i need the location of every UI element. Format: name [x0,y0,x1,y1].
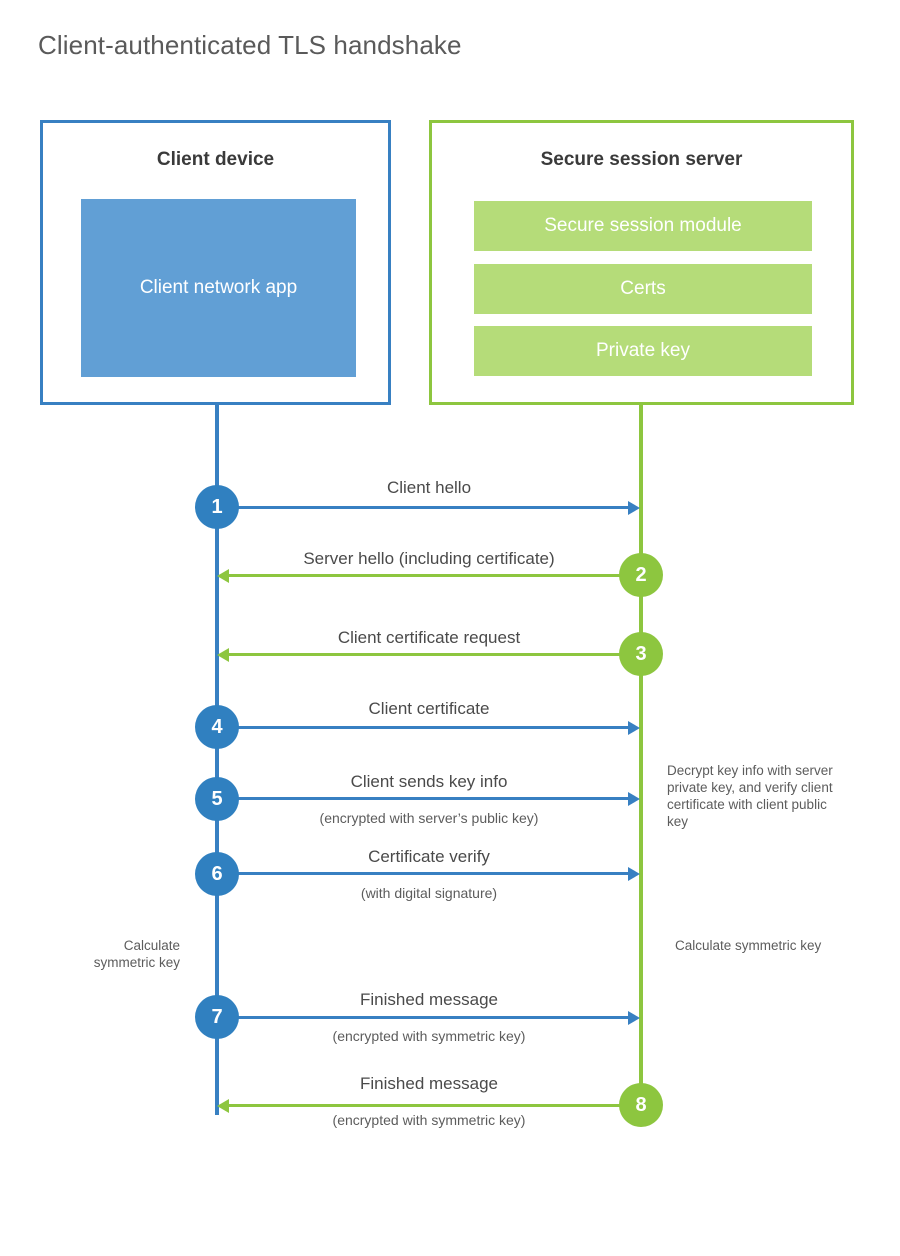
secure-session-server-box: Secure session server Secure session mod… [429,120,854,405]
step-2-label: Server hello (including certificate) [303,549,555,568]
note-calculate-symmetric-key-server: Calculate symmetric key [675,938,822,953]
step-5-marker[interactable]: 5 [195,777,239,821]
step-5-sublabel: (encrypted with server’s public key) [319,810,539,826]
client-device-box: Client device Client network app [40,120,391,405]
step-6-marker[interactable]: 6 [195,852,239,896]
server-block-certs: Certs [474,264,812,314]
step-3-marker[interactable]: 3 [619,632,663,676]
arrow-head-icon [217,568,229,583]
step-1-arrow [217,500,640,515]
client-lifeline [215,405,219,1115]
arrow-head-icon [628,791,640,806]
step-7-marker[interactable]: 7 [195,995,239,1039]
step-7-label: Finished message [360,990,498,1009]
secure-session-server-title: Secure session server [540,149,743,170]
step-8-arrow [217,1098,639,1113]
step-7-arrow [217,1010,640,1025]
note-decrypt-key-info: Decrypt key info with server private key… [667,763,833,829]
server-lifeline [639,405,643,1105]
client-device-title: Client device [156,149,275,170]
step-5-label: Client sends key info [350,772,508,791]
step-5-arrow [217,791,640,806]
step-2-arrow [217,568,639,583]
arrow-head-icon [217,647,229,662]
step-8-sublabel: (encrypted with symmetric key) [332,1112,526,1128]
step-3-label: Client certificate request [337,628,521,647]
step-1-label: Client hello [386,478,472,497]
arrow-head-icon [628,500,640,515]
arrow-head-icon [628,866,640,881]
step-7-sublabel: (encrypted with symmetric key) [332,1028,526,1044]
step-4-label: Client certificate [368,699,490,718]
step-4-arrow [217,720,640,735]
arrow-head-icon [628,720,640,735]
arrow-head-icon [217,1098,229,1113]
arrow-head-icon [628,1010,640,1025]
step-8-marker[interactable]: 8 [619,1083,663,1127]
step-6-arrow [217,866,640,881]
step-6-sublabel: (with digital signature) [360,885,498,901]
step-1-marker[interactable]: 1 [195,485,239,529]
step-6-label: Certificate verify [368,847,490,866]
server-block-secure-session-module: Secure session module [474,201,812,251]
server-block-private-key: Private key [474,326,812,376]
page-title: Client-authenticated TLS handshake [38,30,462,60]
note-calculate-symmetric-key-client: Calculate symmetric key [93,938,180,970]
step-2-marker[interactable]: 2 [619,553,663,597]
step-4-marker[interactable]: 4 [195,705,239,749]
client-network-app-block: Client network app [81,199,356,377]
step-8-label: Finished message [360,1074,498,1093]
step-3-arrow [217,647,639,662]
